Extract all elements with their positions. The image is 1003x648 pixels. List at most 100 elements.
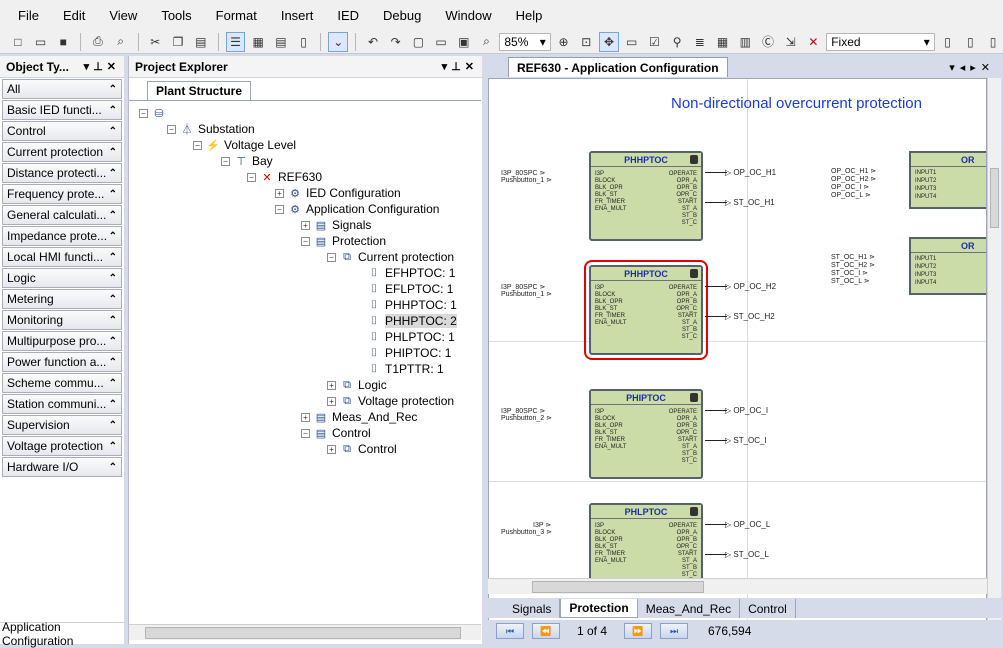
cut-icon[interactable]: ✂ [150,34,161,49]
output-pin[interactable]: OPR_A [676,530,697,536]
tab-protection[interactable]: Protection [560,599,638,618]
category-current-protection[interactable]: Current protection⌃ [2,142,122,162]
collapse-toggle-icon[interactable]: − [139,108,148,118]
scrollbar-thumb[interactable] [990,168,999,228]
page-icon[interactable]: ▢ [412,34,425,49]
input-pin[interactable]: I3P [595,409,605,415]
output-pin[interactable]: ST_A [681,444,697,450]
tree-node-control-sheet[interactable]: −▤Control [301,425,371,441]
output-pin[interactable]: OPR_B [676,423,697,429]
next-page-button[interactable]: ⏩ [624,623,652,639]
or-input-signal-label[interactable]: ST_OC_H1 ⋗ [831,254,875,261]
tree-node-current-protection[interactable]: −⧉Current protection [327,249,454,265]
output-pin[interactable]: OPERATE [668,285,697,291]
output-pin[interactable]: ST_A [681,206,697,212]
output-pin[interactable]: OPR_A [676,178,697,184]
output-pin[interactable]: OPR_C [676,430,697,436]
expand-toggle-icon[interactable]: + [301,412,310,422]
output-pin[interactable]: ST_C [681,458,697,464]
print-icon[interactable]: ⎙ [93,34,103,48]
or-input-signal-label[interactable]: OP_OC_L ⋗ [831,192,871,199]
tree-node-t1pttr-1[interactable]: ⌷T1PTTR: 1 [367,361,444,377]
menu-window[interactable]: Window [445,7,492,23]
collapse-toggle-icon[interactable]: − [301,428,310,438]
output-pin[interactable]: ST_B [681,327,697,333]
copy-icon[interactable]: ❐ [172,34,184,49]
output-pin[interactable]: OPERATE [668,523,697,529]
output-signal-label[interactable]: ▷ OP_OC_I [725,406,769,415]
output-pin[interactable]: ST_B [681,565,697,571]
input-pin[interactable]: BLOCK [595,178,616,184]
input-pin[interactable]: BLK_ST [595,430,618,436]
output-pin[interactable]: ST_A [681,320,697,326]
menu-view[interactable]: View [109,7,138,23]
output-signal-label[interactable]: ▷ OP_OC_H2 [725,282,777,291]
window-icon[interactable]: ▯ [300,34,307,49]
zoom-select[interactable]: 85%▾ [499,32,551,51]
zoom-in-icon[interactable]: ⊕ [558,34,569,49]
category-hardware-io[interactable]: Hardware I/O⌃ [2,457,122,477]
or-input-signal-label[interactable]: ST_OC_I ⋗ [831,270,868,277]
tree-node-meas-and-rec[interactable]: +▤Meas_And_Rec [301,409,417,425]
output-pin[interactable]: OPR_A [676,292,697,298]
category-monitoring[interactable]: Monitoring⌃ [2,310,122,330]
check-icon[interactable]: ☑ [649,34,660,49]
canvas-horizontal-scrollbar[interactable] [488,578,987,594]
output-pin[interactable]: OPR_B [676,299,697,305]
menu-format[interactable]: Format [215,7,257,23]
tree-node-root[interactable]: −⛁ [139,105,170,121]
tree-node-phhptoc-1[interactable]: ⌷PHHPTOC: 1 [367,297,457,313]
category-frequency-protection[interactable]: Frequency prote...⌃ [2,184,122,204]
tree-node-ref630[interactable]: −✕REF630 [247,169,322,185]
input-signal-label[interactable]: Pushbutton_3 ⋗ [501,529,553,536]
category-metering[interactable]: Metering⌃ [2,289,122,309]
expand-toggle-icon[interactable]: + [327,396,336,406]
tree-node-signals[interactable]: +▤Signals [301,217,371,233]
menu-ied[interactable]: IED [337,7,360,23]
output-pin[interactable]: OPR_C [676,544,697,550]
diagram-canvas[interactable]: Non-directional overcurrent protection P… [488,78,987,633]
tree-node-application-configuration[interactable]: −⚙Application Configuration [275,201,439,217]
tree-node-phiptoc-1[interactable]: ⌷PHIPTOC: 1 [367,345,452,361]
output-signal-label[interactable]: ▷ ST_OC_H1 [725,198,775,207]
expand-toggle-icon[interactable]: + [327,380,336,390]
menu-file[interactable]: File [18,7,39,23]
or-input-signal-label[interactable]: ST_OC_L ⋗ [831,278,870,285]
tab-meas-and-rec[interactable]: Meas_And_Rec [638,599,741,618]
expand-toggle-icon[interactable]: + [301,220,310,230]
last-page-button[interactable]: ⏭ [660,623,688,639]
tree-node-phlptoc-1[interactable]: ⌷PHLPTOC: 1 [367,329,455,345]
input-pin[interactable]: INPUT2 [915,178,937,184]
input-pin[interactable]: BLOCK [595,416,616,422]
input-pin[interactable]: I3P [595,523,605,529]
pan-icon[interactable]: ✥ [599,31,619,52]
output-signal-label[interactable]: ▷ ST_OC_H2 [725,312,775,321]
input-pin[interactable]: INPUT2 [915,264,937,270]
undo-icon[interactable]: ↶ [367,34,378,49]
output-pin[interactable]: OPR_C [676,192,697,198]
input-pin[interactable]: INPUT4 [915,194,937,200]
delete-icon[interactable]: ✕ [808,34,819,49]
input-pin[interactable]: INPUT4 [915,280,937,286]
tree-node-control-group[interactable]: +⧉Control [327,441,397,457]
zoom-fit-icon[interactable]: ⊡ [581,34,592,49]
input-pin[interactable]: FR_TIMER [595,199,625,205]
output-pin[interactable]: ST_C [681,334,697,340]
collapse-toggle-icon[interactable]: − [327,252,336,262]
category-power-function[interactable]: Power function a...⌃ [2,352,122,372]
input-signal-label[interactable]: I3P_80SPC ⋗ [501,408,546,415]
input-pin[interactable]: BLOCK [595,530,616,536]
input-pin[interactable]: ENA_MULT [595,206,627,212]
input-pin[interactable]: BLK_OPR [595,537,623,543]
output-pin[interactable]: OPR_A [676,416,697,422]
collapse-toggle-icon[interactable]: − [301,236,310,246]
output-pin[interactable]: START [677,313,697,319]
input-pin[interactable]: BLK_ST [595,306,618,312]
category-voltage-protection[interactable]: Voltage protection⌃ [2,436,122,456]
collapse-toggle-icon[interactable]: − [167,124,176,134]
output-signal-label[interactable]: ▷ OP_OC_H1 [725,168,777,177]
category-distance-protection[interactable]: Distance protecti...⌃ [2,163,122,183]
